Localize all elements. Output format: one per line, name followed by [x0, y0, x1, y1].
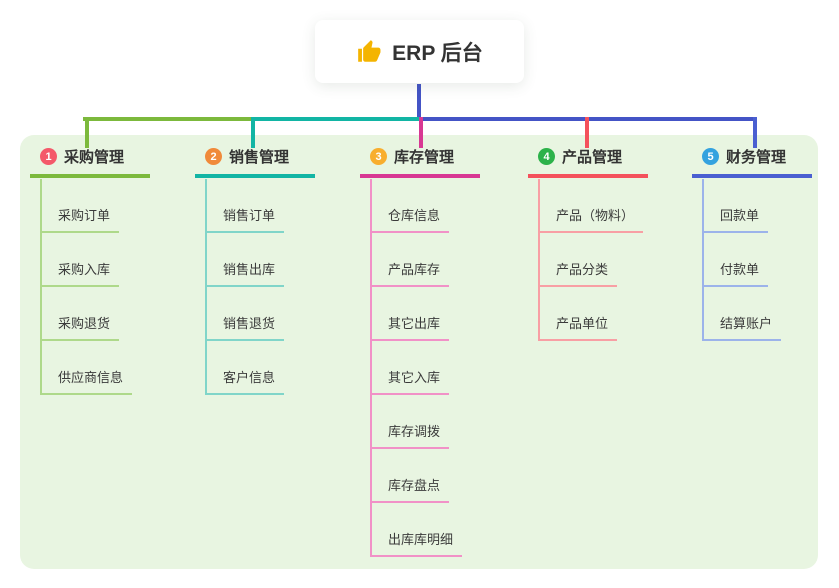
child-node-label: 产品（物料） [540, 205, 644, 233]
branch-node-2[interactable]: 2 销售管理 [195, 146, 315, 178]
child-node[interactable]: 结算账户 [704, 287, 782, 341]
child-node-label: 库存盘点 [372, 475, 450, 503]
child-node-label: 销售退货 [207, 313, 285, 341]
branch-node-3[interactable]: 3 库存管理 [360, 146, 480, 178]
connector-drop-5 [753, 117, 757, 148]
child-node[interactable]: 仓库信息 [372, 179, 462, 233]
branch-node-1[interactable]: 1 采购管理 [30, 146, 150, 178]
connector-drop-4 [585, 117, 589, 148]
child-node[interactable]: 出库库明细 [372, 503, 463, 557]
child-node[interactable]: 采购订单 [42, 179, 132, 233]
child-node-label: 产品分类 [540, 259, 618, 287]
thumbs-up-icon [358, 39, 381, 62]
connector-drop-3 [419, 117, 423, 148]
connector-root-stem [417, 84, 421, 121]
child-node[interactable]: 销售订单 [207, 179, 285, 233]
branch-number-badge: 2 [205, 148, 222, 165]
branch-children-group: 产品（物料） 产品分类产品单位 [538, 179, 644, 341]
child-node[interactable]: 销售出库 [207, 233, 285, 287]
child-node-label: 采购订单 [42, 205, 120, 233]
child-node-label: 采购退货 [42, 313, 120, 341]
connector-horizontal-left [83, 117, 251, 121]
child-node[interactable]: 采购退货 [42, 287, 132, 341]
branch-node-4[interactable]: 4 产品管理 [528, 146, 648, 178]
child-node[interactable]: 供应商信息 [42, 341, 133, 395]
branch-children-group: 仓库信息产品库存其它出库其它入库库存调拨库存盘点出库库明细 [370, 179, 463, 557]
child-node-label: 回款单 [704, 205, 769, 233]
child-node-label: 采购入库 [42, 259, 120, 287]
branch-node-label: 产品管理 [562, 149, 623, 166]
branch-node-label: 财务管理 [726, 149, 787, 166]
child-node-label: 出库库明细 [372, 529, 463, 557]
child-node[interactable]: 库存调拨 [372, 395, 462, 449]
child-node-label: 其它出库 [372, 313, 450, 341]
child-node[interactable]: 其它入库 [372, 341, 462, 395]
branches-background-panel [20, 135, 818, 569]
child-node-label: 产品库存 [372, 259, 450, 287]
child-node[interactable]: 付款单 [704, 233, 781, 287]
child-node[interactable]: 回款单 [704, 179, 781, 233]
child-node[interactable]: 产品单位 [540, 287, 643, 341]
child-node[interactable]: 产品分类 [540, 233, 643, 287]
branch-children-group: 销售订单销售出库销售退货客户信息 [205, 179, 285, 395]
child-node-label: 付款单 [704, 259, 769, 287]
child-node-label: 供应商信息 [42, 367, 133, 395]
branch-number-badge: 4 [538, 148, 555, 165]
child-node[interactable]: 其它出库 [372, 287, 462, 341]
child-node[interactable]: 采购入库 [42, 233, 132, 287]
child-node-label: 销售出库 [207, 259, 285, 287]
child-node[interactable]: 产品库存 [372, 233, 462, 287]
root-node-label: ERP 后台 [392, 41, 483, 65]
child-node-label: 客户信息 [207, 367, 285, 395]
child-node[interactable]: 库存盘点 [372, 449, 462, 503]
connector-horizontal-mid [251, 117, 419, 121]
child-node-label: 其它入库 [372, 367, 450, 395]
child-node[interactable]: 产品（物料） [540, 179, 644, 233]
branch-children-group: 回款单付款单结算账户 [702, 179, 782, 341]
child-node-label: 库存调拨 [372, 421, 450, 449]
child-node-label: 仓库信息 [372, 205, 450, 233]
root-node[interactable]: ERP 后台 [315, 20, 524, 83]
connector-drop-1 [85, 117, 89, 148]
child-node-label: 结算账户 [704, 313, 782, 341]
child-node[interactable]: 销售退货 [207, 287, 285, 341]
branch-number-badge: 5 [702, 148, 719, 165]
child-node-label: 销售订单 [207, 205, 285, 233]
branch-number-badge: 3 [370, 148, 387, 165]
child-node[interactable]: 客户信息 [207, 341, 285, 395]
branch-node-label: 库存管理 [394, 149, 455, 166]
connector-drop-2 [251, 117, 255, 148]
branch-node-5[interactable]: 5 财务管理 [692, 146, 812, 178]
branch-node-label: 采购管理 [64, 149, 125, 166]
child-node-label: 产品单位 [540, 313, 618, 341]
branch-children-group: 采购订单采购入库采购退货供应商信息 [40, 179, 133, 395]
branch-node-label: 销售管理 [229, 149, 290, 166]
branch-number-badge: 1 [40, 148, 57, 165]
